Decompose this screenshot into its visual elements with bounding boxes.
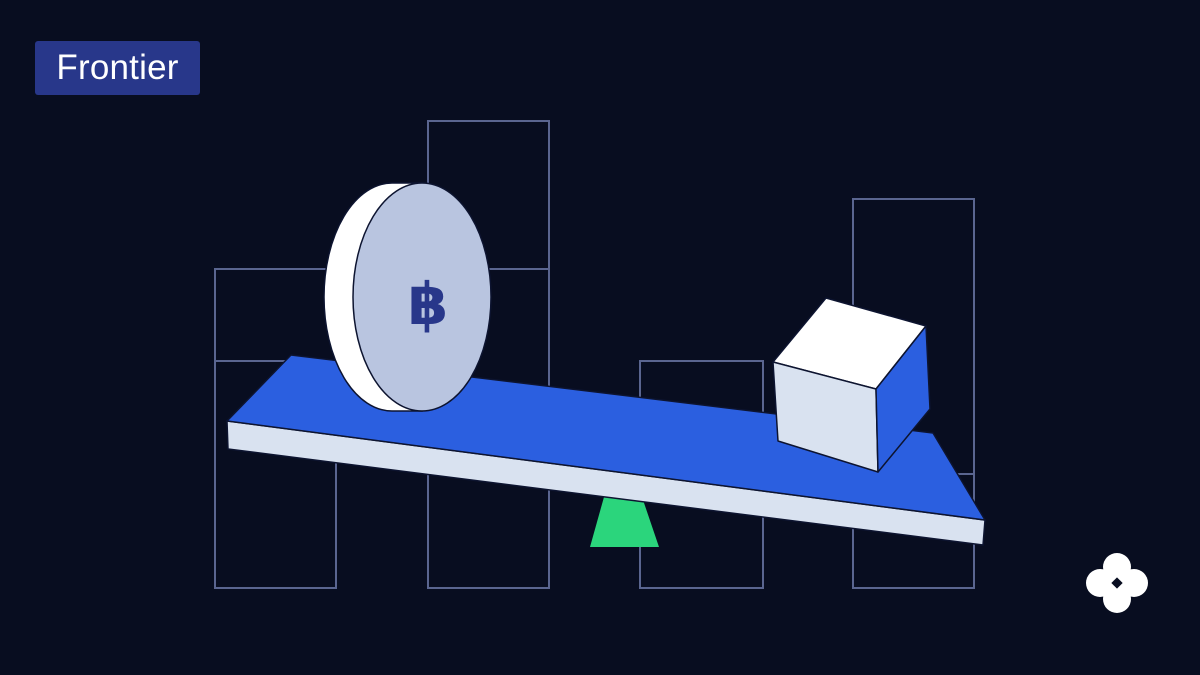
- brand-tag: Frontier: [35, 41, 200, 95]
- cube-icon: [772, 297, 931, 473]
- brand-tag-label: Frontier: [56, 48, 179, 87]
- fulcrum-triangle: [590, 497, 659, 547]
- coin-symbol: ฿: [408, 270, 448, 338]
- bitcoin-coin-icon: ฿: [323, 182, 492, 412]
- cube-side: [875, 325, 931, 473]
- four-circle-logo-icon: [1086, 553, 1148, 613]
